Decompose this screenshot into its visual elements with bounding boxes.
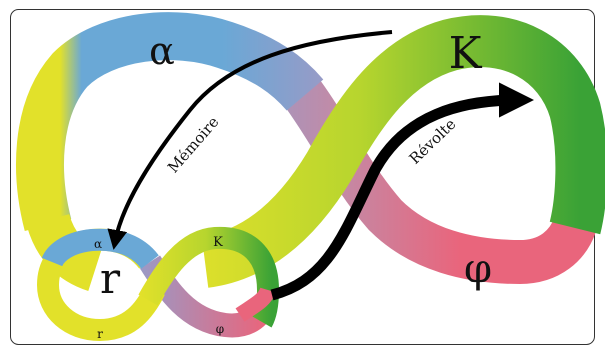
big-r-label: r [100, 254, 121, 303]
big-loop-top-band [16, 12, 324, 232]
small-alpha-label: α [94, 237, 102, 251]
big-loop-rising-band [200, 15, 605, 288]
big-k-label: K [449, 28, 483, 79]
big-phi-label: φ [464, 246, 492, 292]
memoire-arrow [107, 30, 393, 250]
small-phi-label: φ [216, 322, 224, 336]
revolte-arrow [270, 82, 535, 301]
small-k-label: K [213, 235, 223, 250]
small-r-label: r [97, 327, 103, 341]
small-infinity-loop [36, 226, 280, 342]
small-loop-pink-band [235, 286, 276, 322]
big-alpha-label: α [149, 29, 175, 73]
small-loop-top-band [41, 228, 159, 270]
